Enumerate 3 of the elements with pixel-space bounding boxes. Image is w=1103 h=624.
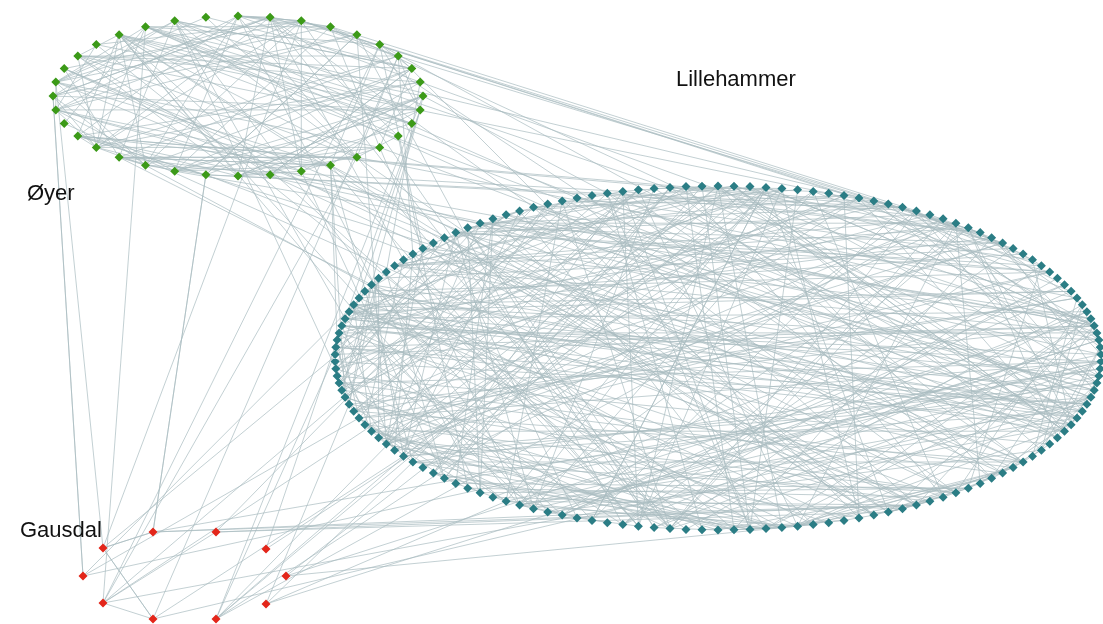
cluster-label: Gausdal [20,517,102,543]
cluster-label: Øyer [27,180,75,206]
cluster-label: Lillehammer [676,66,796,92]
